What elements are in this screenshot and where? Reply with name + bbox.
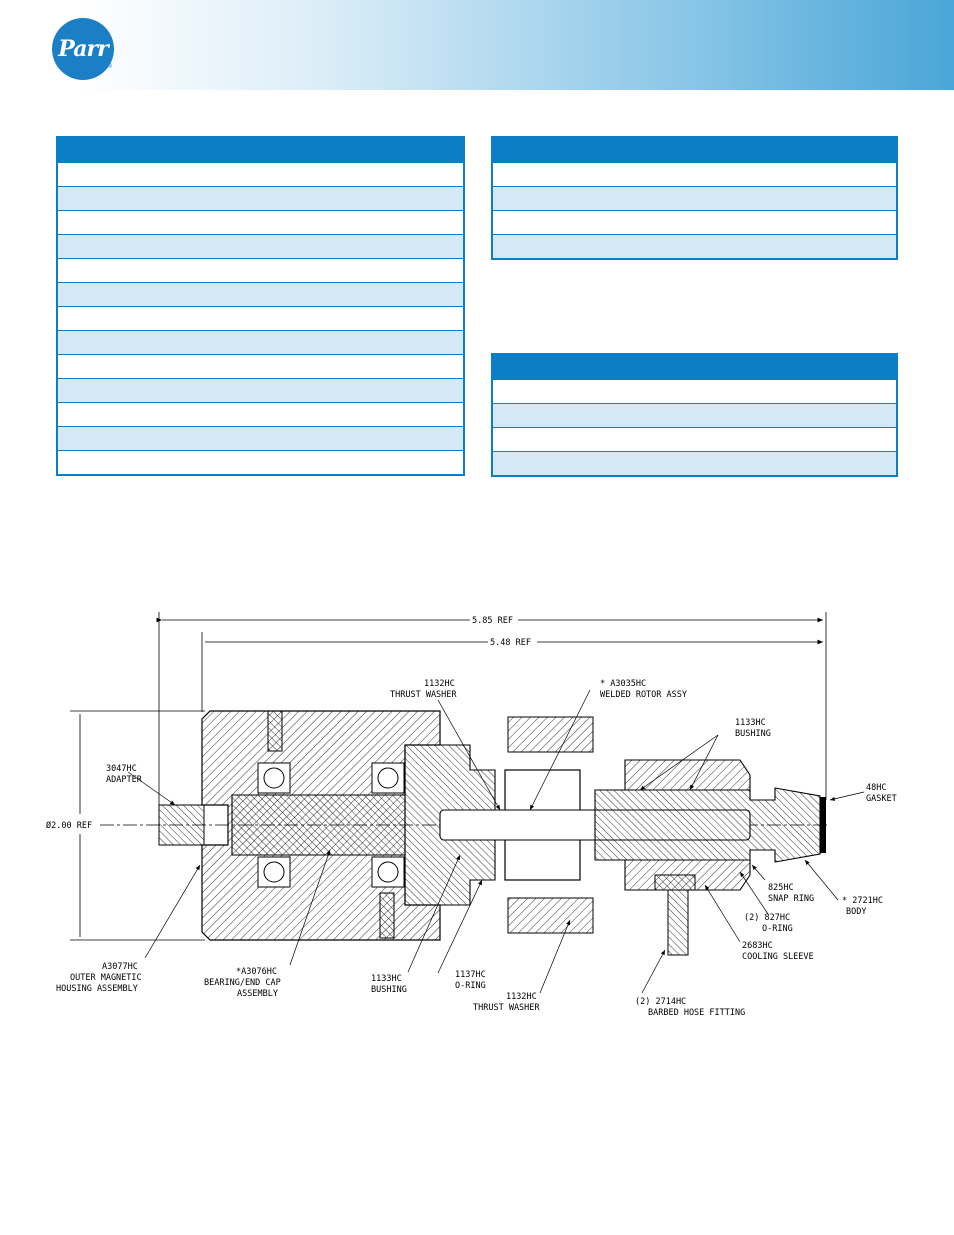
dimension-overall: 5.85 REF	[472, 616, 513, 626]
label-gasket-name: GASKET	[866, 794, 897, 804]
label-housing-code: A3077HC	[102, 962, 138, 972]
parts-table-right-top	[491, 136, 898, 260]
parts-table-left	[56, 136, 465, 476]
label-cooling-name: COOLING SLEEVE	[742, 952, 814, 962]
table-row	[58, 378, 463, 402]
registered-mark: ®	[107, 64, 112, 70]
label-gasket-code: 48HC	[866, 783, 886, 793]
table-header	[493, 355, 896, 379]
label-bushing-right-code: 1133HC	[735, 718, 766, 728]
label-oring-right-name: O-RING	[762, 924, 793, 934]
label-body-code: * 2721HC	[842, 896, 883, 906]
label-oring-center-code: 1137HC	[455, 970, 486, 980]
cooling-sleeve	[624, 759, 751, 891]
label-rotor-name: WELDED ROTOR ASSY	[600, 690, 687, 700]
label-thrust-washer-top-code: 1132HC	[424, 679, 455, 689]
bearing-ball	[263, 767, 285, 789]
label-thrust-washer-top-name: THRUST WASHER	[390, 690, 457, 700]
table-row	[58, 234, 463, 258]
table-row	[58, 426, 463, 450]
assembly-drawing: 5.85 REF 5.48 REF Ø2.00 REF 1132HC THRUS…	[46, 612, 897, 1018]
label-hose-name: BARBED HOSE FITTING	[648, 1008, 745, 1018]
table-row	[493, 162, 896, 186]
label-housing-name-1: OUTER MAGNETIC	[70, 973, 142, 983]
parr-logo: Parr ®	[52, 18, 114, 80]
bearing-ball	[263, 861, 285, 883]
body	[594, 787, 821, 863]
label-thrust-washer-bottom-name: THRUST WASHER	[473, 1003, 540, 1013]
label-adapter-code: 3047HC	[106, 764, 137, 774]
label-hose-code: (2) 2714HC	[635, 997, 686, 1007]
leader-lines	[127, 689, 865, 994]
gasket	[820, 797, 826, 853]
set-screw	[267, 710, 283, 752]
table-row	[493, 379, 896, 403]
label-rotor-code: * A3035HC	[600, 679, 646, 689]
logo-text: Parr	[58, 36, 108, 62]
label-snap-ring-name: SNAP RING	[768, 894, 814, 904]
label-bearing-name-1: BEARING/END CAP	[204, 978, 281, 988]
table-row	[58, 186, 463, 210]
label-body-name: BODY	[846, 907, 866, 917]
header-banner	[0, 0, 954, 90]
label-oring-right-code: (2) 827HC	[744, 913, 790, 923]
table-header	[58, 138, 463, 162]
table-row	[58, 354, 463, 378]
table-row	[493, 403, 896, 427]
label-snap-ring-code: 825HC	[768, 883, 794, 893]
parts-table-right-bottom	[491, 353, 898, 477]
table-row	[58, 258, 463, 282]
dimension-diameter: Ø2.00 REF	[46, 820, 92, 831]
set-screw	[379, 892, 395, 939]
table-row	[493, 186, 896, 210]
inner-magnet-bottom	[507, 897, 594, 934]
inner-magnet-top	[507, 716, 594, 753]
bearing-end-cap	[231, 744, 496, 906]
label-cooling-code: 2683HC	[742, 941, 773, 951]
bearing-ball	[377, 861, 399, 883]
table-row	[58, 402, 463, 426]
table-row	[493, 427, 896, 451]
table-row	[493, 451, 896, 475]
dimension-body: 5.48 REF	[490, 638, 531, 648]
table-row	[58, 450, 463, 474]
table-row	[493, 234, 896, 258]
table-row	[58, 330, 463, 354]
label-adapter-name: ADAPTER	[106, 775, 143, 785]
table-row	[58, 162, 463, 186]
label-bushing-left-code: 1133HC	[371, 974, 402, 984]
label-bearing-name-2: ASSEMBLY	[237, 989, 278, 999]
barbed-hose-fitting	[654, 874, 696, 956]
label-bushing-right-name: BUSHING	[735, 729, 771, 739]
label-bushing-left-name: BUSHING	[371, 985, 407, 995]
label-thrust-washer-bottom-code: 1132HC	[506, 992, 537, 1002]
table-header	[493, 138, 896, 162]
label-bearing-code: *A3076HC	[236, 967, 277, 977]
bearing-ball	[377, 767, 399, 789]
adapter	[158, 804, 205, 846]
table-row	[58, 306, 463, 330]
table-row	[58, 210, 463, 234]
label-housing-name-2: HOUSING ASSEMBLY	[56, 984, 138, 994]
table-row	[493, 210, 896, 234]
label-oring-center-name: O-RING	[455, 981, 486, 991]
table-row	[58, 282, 463, 306]
